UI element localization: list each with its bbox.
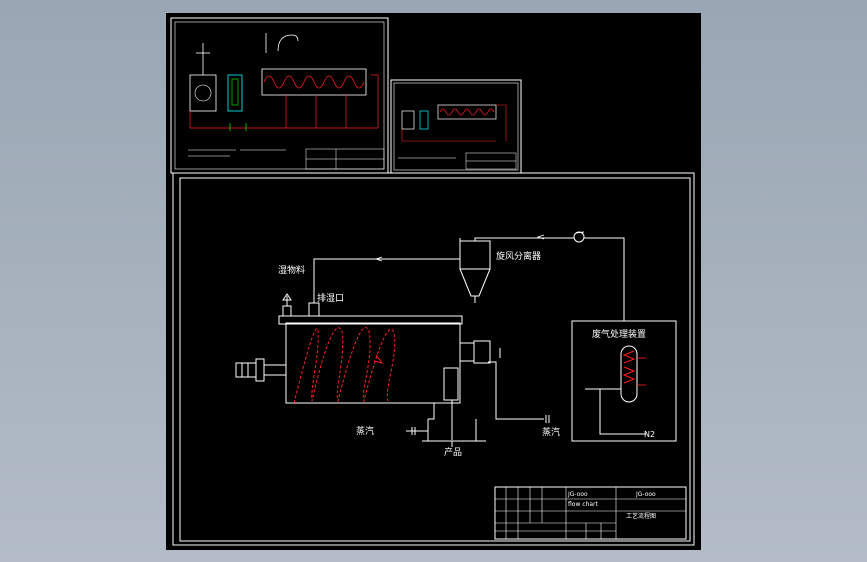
gas-treatment-unit: [571, 320, 677, 442]
label-wet-material: 湿物料: [278, 264, 305, 276]
screw-conveyor: [293, 327, 396, 404]
drawing-canvas: 湿物料 排湿口 旋风分离器 废气处理装置 蒸汽 蒸汽 产品 N2: [170, 17, 695, 546]
exhaust-port: [308, 302, 320, 317]
drawing-name: flow chart: [568, 501, 599, 508]
thumbnail-drawing-left: [170, 17, 389, 174]
thumbnail-drawing-right: [390, 79, 522, 174]
main-frame-inner: [179, 177, 691, 542]
cyclone-separator: [459, 237, 566, 303]
feed-inlet: [282, 293, 292, 317]
fan-icon: [573, 231, 585, 243]
title-block: JG-ooo flow chart JG-ooo 工艺流程图: [494, 486, 687, 540]
dryer-body: [285, 322, 461, 404]
label-steam-left: 蒸汽: [356, 425, 374, 437]
coil-icon: [620, 345, 646, 403]
drawing-number-top: JG-ooo: [567, 491, 588, 498]
label-steam-right: 蒸汽: [542, 426, 560, 438]
label-gas-treatment: 废气处理装置: [592, 328, 646, 340]
label-nitrogen: N2: [644, 430, 655, 439]
flow-diagram: 湿物料 排湿口 旋风分离器 废气处理装置 蒸汽 蒸汽 产品 N2: [235, 231, 677, 458]
main-frame-outer: [172, 172, 695, 546]
label-cyclone: 旋风分离器: [496, 250, 541, 262]
drawing-number-right: JG-ooo: [635, 491, 656, 498]
drawing-sub-label: 工艺流程图: [626, 512, 656, 520]
drawing-sheet: 湿物料 排湿口 旋风分离器 废气处理装置 蒸汽 蒸汽 产品 N2: [166, 13, 701, 550]
label-exhaust-port: 排湿口: [317, 292, 344, 304]
drive-motor: [235, 358, 287, 382]
label-product: 产品: [444, 446, 462, 458]
